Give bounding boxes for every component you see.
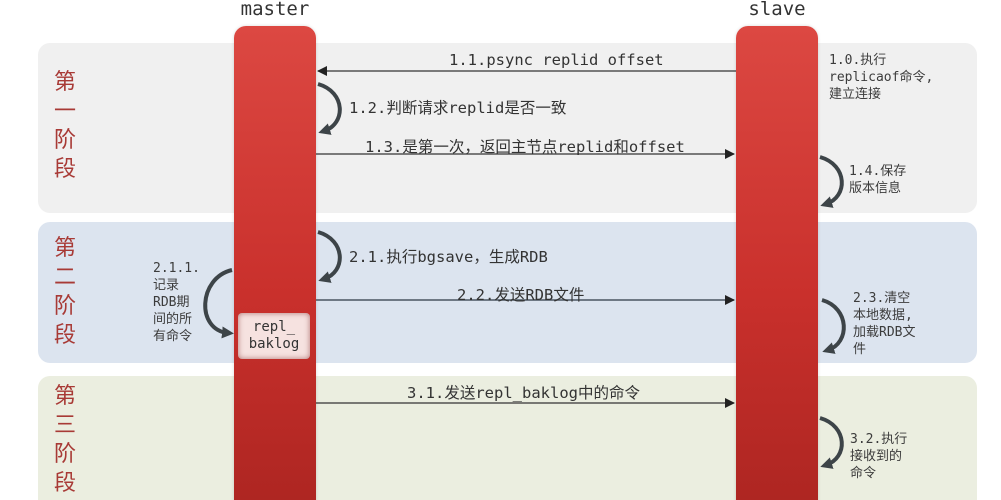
message-3-1: 3.1.发送repl_baklog中的命令 xyxy=(407,384,640,402)
repl-baklog-box: repl_ baklog xyxy=(238,313,310,359)
master-lifeline xyxy=(234,26,316,500)
note-3-2: 3.2.执行 接收到的 命令 xyxy=(850,432,908,481)
message-2-2: 2.2.发送RDB文件 xyxy=(457,286,585,304)
note-1-4: 1.4.保存 版本信息 xyxy=(849,164,907,196)
slave-title: slave xyxy=(748,0,806,20)
note-1-0: 1.0.执行 replicaof命令, 建立连接 xyxy=(829,53,934,102)
slave-lifeline xyxy=(736,26,818,500)
message-1-3: 1.3.是第一次，返回主节点replid和offset xyxy=(365,138,685,156)
phase-3-label: 第 三 阶 段 xyxy=(53,384,76,496)
note-2-3: 2.3.清空 本地数据, 加载RDB文 件 xyxy=(853,291,916,357)
message-1-2: 1.2.判断请求replid是否一致 xyxy=(349,99,567,117)
message-2-1: 2.1.执行bgsave，生成RDB xyxy=(349,248,548,266)
phase-2-panel xyxy=(38,222,977,363)
phase-2-label: 第 二 阶 段 xyxy=(53,236,76,348)
note-2-1-1: 2.1.1. 记录 RDB期 间的所 有命令 xyxy=(153,261,200,344)
message-1-1: 1.1.psync replid offset xyxy=(449,51,664,69)
master-title: master xyxy=(240,0,310,20)
phase-1-label: 第 一 阶 段 xyxy=(53,70,76,182)
